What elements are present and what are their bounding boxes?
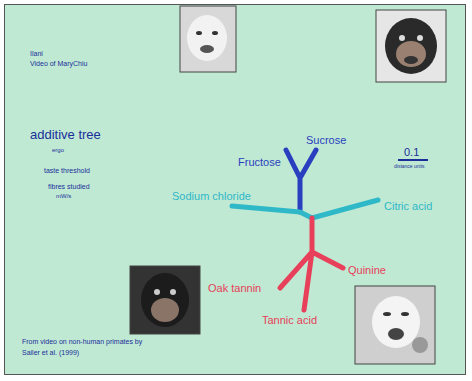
leaf-label: Citric acid [384,200,432,212]
leaf-label: Tannic acid [262,314,317,326]
source-text: From video on non-human primates by [22,338,142,346]
leaf-label: Quinine [348,264,386,276]
leaf-label: Sucrose [306,134,346,146]
note-text: Video of MaryChiu [30,60,87,68]
scale-unit: distance units [394,164,425,170]
scale-label: 0.1 [404,146,419,158]
note-text: ergo [52,147,64,154]
source-text: Sailer et al. (1999) [22,349,79,357]
note-text: taste threshold [44,167,90,175]
photo-baby-bottom [355,286,435,364]
heading-text: additive tree [30,128,101,142]
photo-chimp-top [376,10,446,82]
leaf-label: Sodium chloride [172,190,251,202]
photo-baby-top [180,6,236,72]
note-text: mW/s [56,193,71,200]
leaf-label: Oak tannin [208,282,261,294]
note-text: fibres studied [48,183,90,191]
note-text: Ilani [30,50,43,58]
photo-chimp-bottom [130,266,200,334]
leaf-label: Fructose [238,156,281,168]
scale-bar [398,159,428,161]
